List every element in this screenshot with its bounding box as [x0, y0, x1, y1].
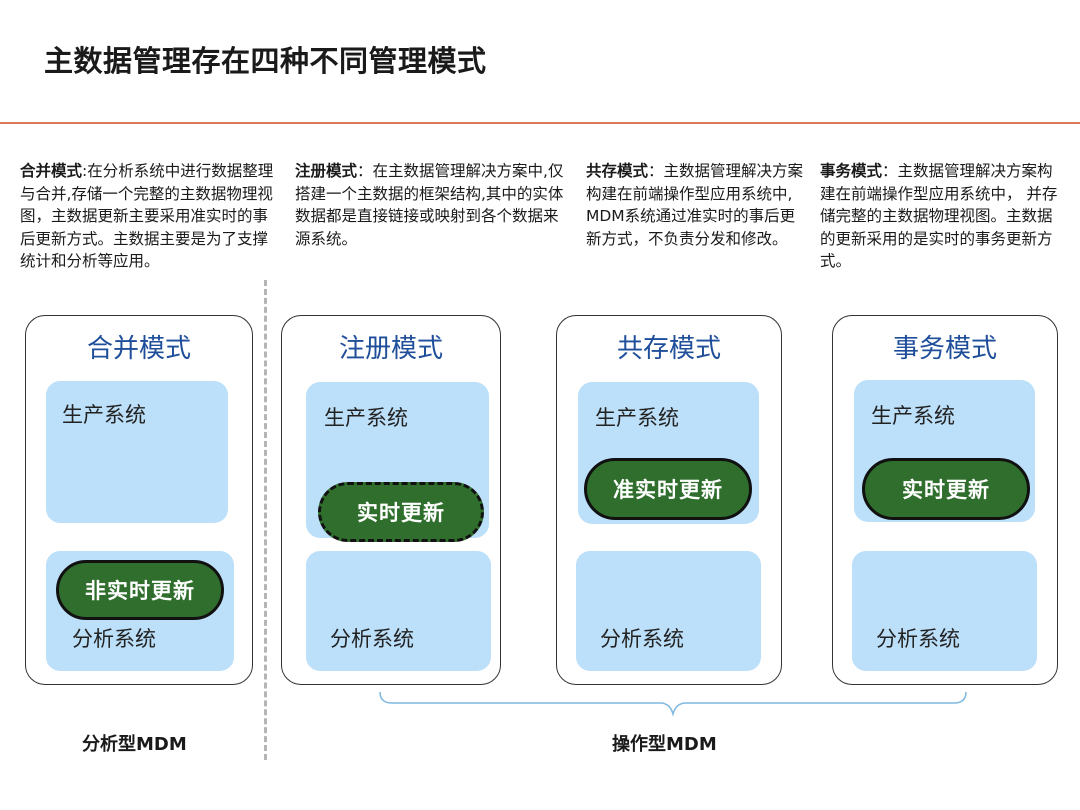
card-title: 共存模式	[616, 334, 721, 364]
description-text: ：主数据管理解决方案构建在前端操作型应用系统中, MDM系统通过准实时的事后更新…	[586, 162, 804, 248]
description-registry: 注册模式：在主数据管理解决方案中,仅搭建一个主数据的框架结构,其中的实体数据都是…	[295, 160, 567, 250]
card-title: 注册模式	[338, 334, 443, 364]
card-title: 事务模式	[892, 334, 997, 364]
analysis-system-box: 分析系统	[852, 551, 1037, 671]
card-transaction: 事务模式 生产系统 分析系统 实时更新	[832, 315, 1058, 685]
operational-mdm-label: 操作型MDM	[612, 734, 717, 755]
card-title: 合并模式	[86, 334, 191, 364]
description-keyword: 事务模式	[820, 162, 883, 180]
card-merge: 合并模式 生产系统 分析系统 非实时更新	[25, 315, 253, 685]
description-merge: 合并模式:在分析系统中进行数据整理与合并,存储一个完整的主数据物理视图，主数据更…	[20, 160, 278, 273]
page-title: 主数据管理存在四种不同管理模式	[44, 44, 487, 78]
description-text: ：主数据管理解决方案构建在前端操作型应用系统中， 并存储完整的主数据物理视图。主…	[820, 162, 1058, 270]
update-mode-pill: 准实时更新	[584, 458, 752, 520]
mdm-type-divider	[264, 280, 267, 760]
production-system-label: 生产系统	[324, 406, 408, 430]
update-mode-pill: 实时更新	[318, 482, 484, 542]
description-transaction: 事务模式：主数据管理解决方案构建在前端操作型应用系统中， 并存储完整的主数据物理…	[820, 160, 1060, 273]
update-mode-pill: 实时更新	[862, 458, 1030, 520]
analysis-system-label: 分析系统	[72, 627, 156, 651]
analysis-system-label: 分析系统	[330, 627, 414, 651]
analysis-system-label: 分析系统	[600, 627, 684, 651]
analysis-system-box: 分析系统	[306, 551, 491, 671]
description-keyword: 注册模式	[295, 162, 358, 180]
production-system-box: 生产系统	[46, 381, 228, 523]
analysis-system-box: 分析系统	[576, 551, 761, 671]
analytical-mdm-label: 分析型MDM	[82, 734, 187, 755]
operational-brace	[379, 691, 967, 717]
card-coexistence: 共存模式 生产系统 分析系统 准实时更新	[556, 315, 782, 685]
description-coexistence: 共存模式：主数据管理解决方案构建在前端操作型应用系统中, MDM系统通过准实时的…	[586, 160, 808, 250]
update-mode-pill: 非实时更新	[56, 560, 224, 620]
production-system-label: 生产系统	[595, 406, 679, 430]
production-system-label: 生产系统	[871, 404, 955, 428]
description-text: ：在主数据管理解决方案中,仅搭建一个主数据的框架结构,其中的实体数据都是直接链接…	[295, 162, 564, 248]
card-registry: 注册模式 生产系统 分析系统 实时更新	[281, 315, 501, 685]
title-divider	[0, 122, 1080, 124]
description-keyword: 共存模式	[586, 162, 649, 180]
description-text: :在分析系统中进行数据整理与合并,存储一个完整的主数据物理视图，主数据更新主要采…	[20, 162, 274, 270]
analysis-system-label: 分析系统	[876, 627, 960, 651]
production-system-label: 生产系统	[62, 403, 146, 427]
description-keyword: 合并模式	[20, 162, 83, 180]
